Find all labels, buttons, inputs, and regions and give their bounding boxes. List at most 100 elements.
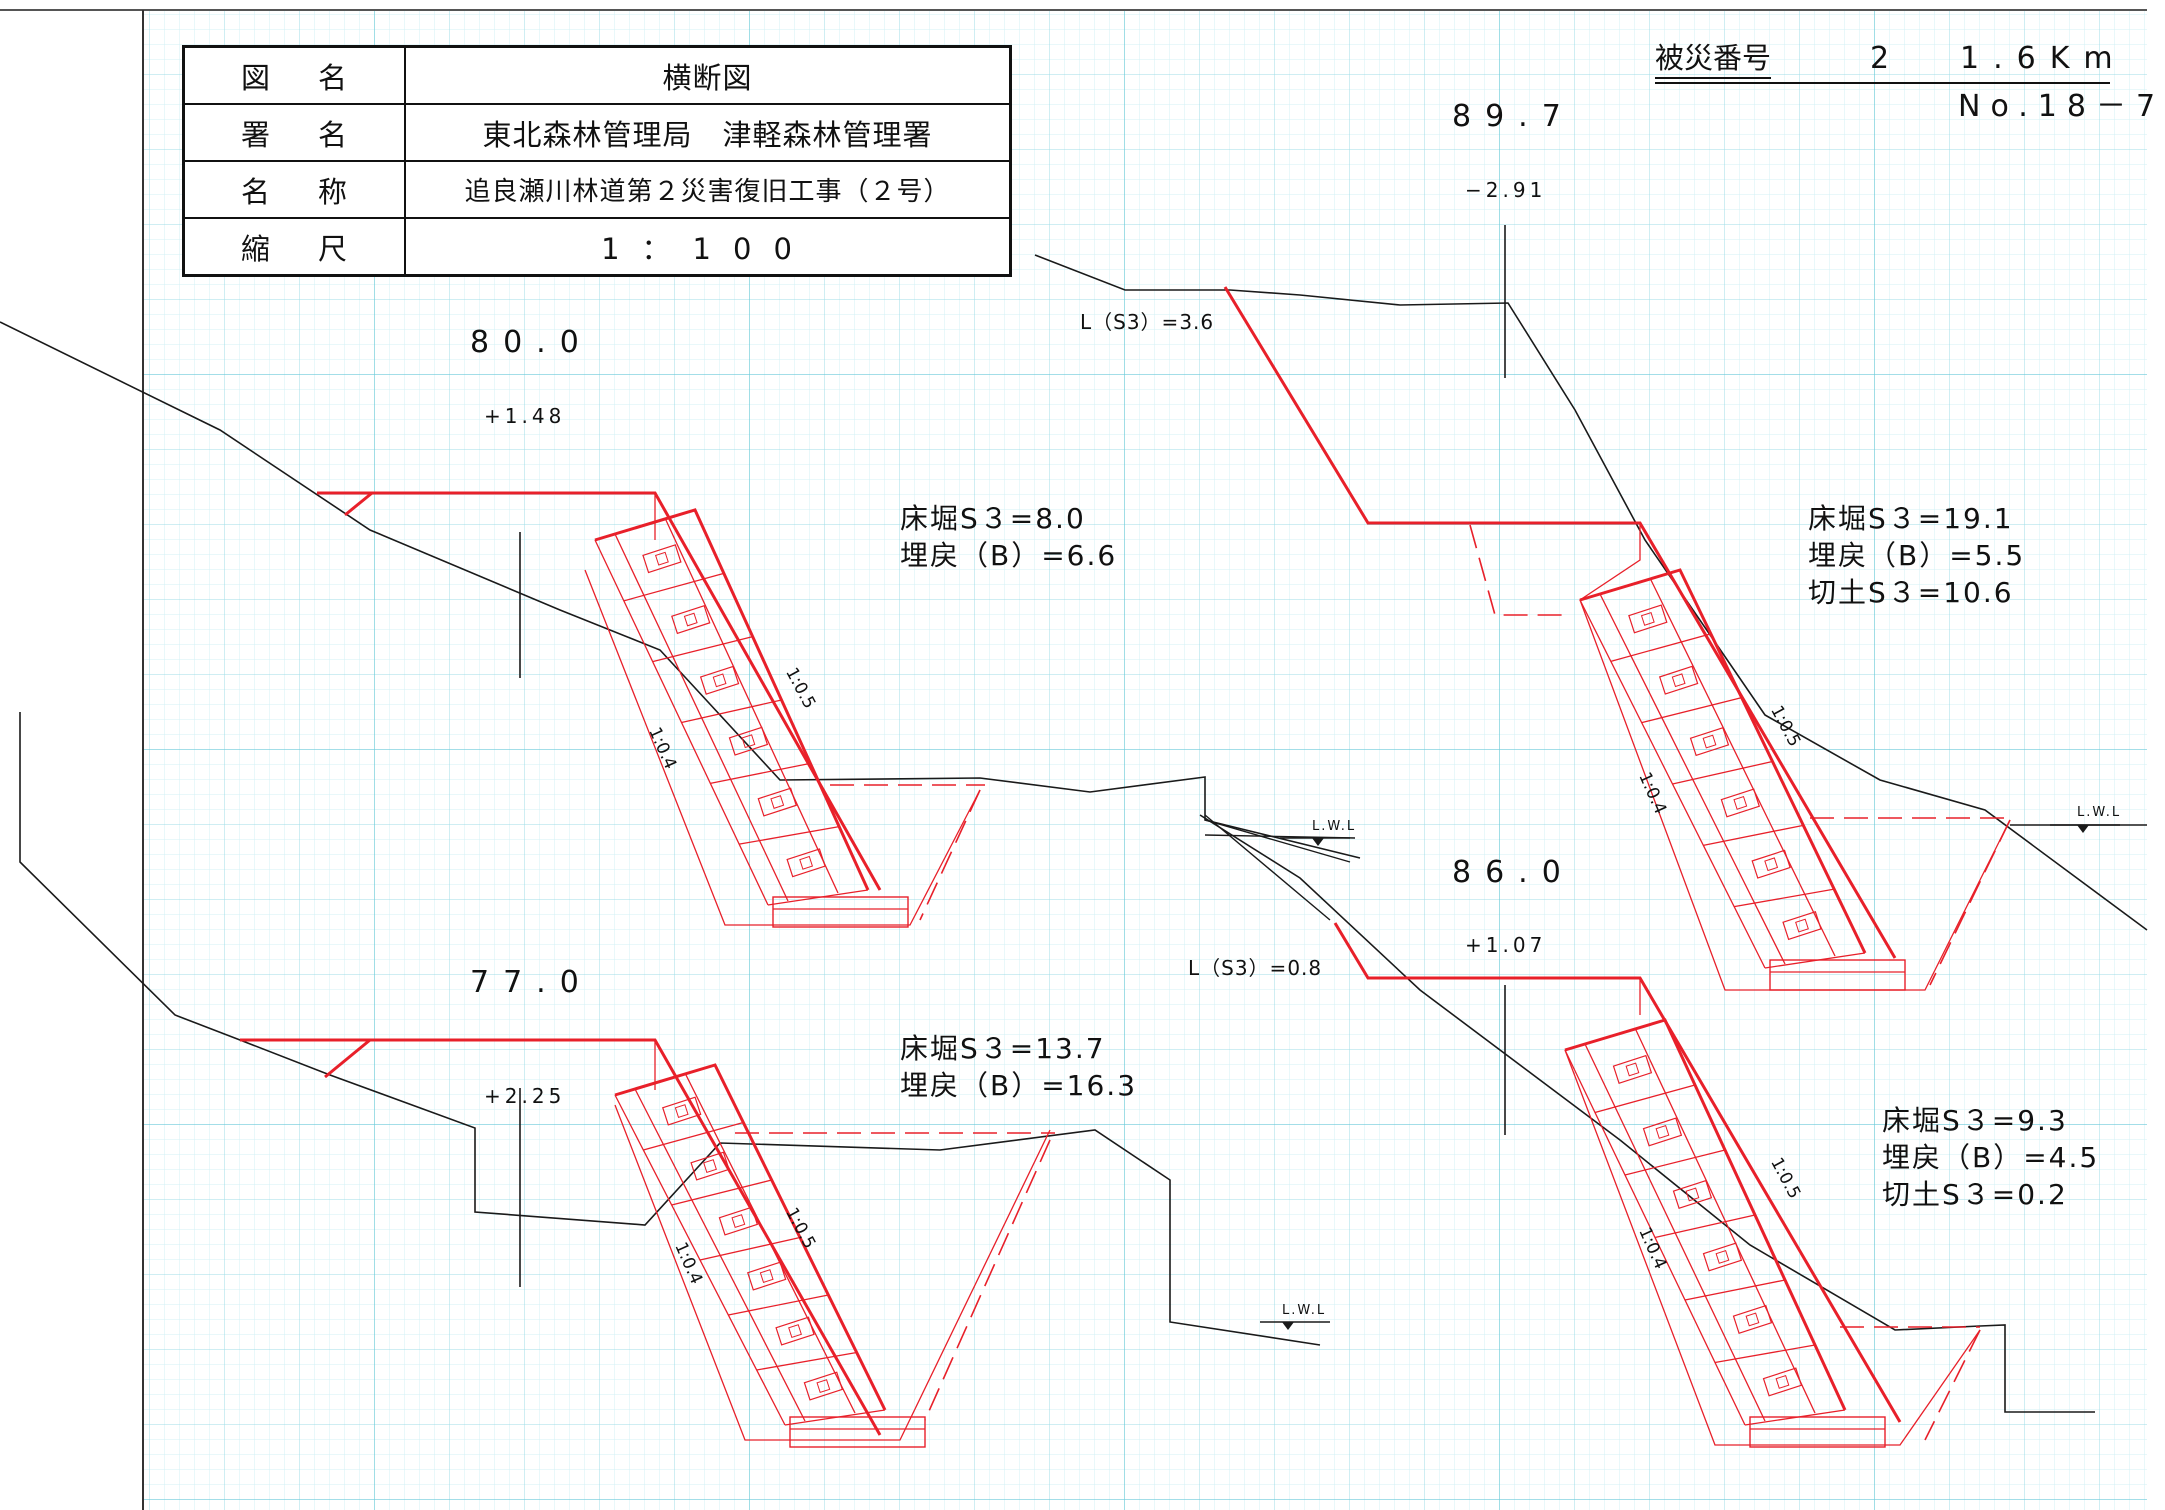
section-b [1034, 225, 2148, 991]
wall-block-tie [703, 1159, 717, 1173]
wall-block-joint [1594, 1084, 1696, 1114]
wall-block-tie [759, 1269, 774, 1283]
header-underline [1655, 82, 2110, 84]
wall-block-tie [1715, 1250, 1730, 1264]
wall-block-joint [614, 1064, 716, 1096]
lwl-marker-b [2050, 824, 2120, 833]
title-value-office: 東北森林管理局 津軽森林管理署 [404, 103, 1012, 162]
quantity-c-1: 床堀S３=13.7 [900, 1032, 1106, 1065]
wall-block-joint [756, 1351, 857, 1371]
wall-footing [772, 896, 909, 928]
wall-block-unit [803, 1371, 844, 1401]
ground-line-b [1034, 254, 2148, 931]
wall-block-unit [746, 1261, 787, 1291]
offset-b: −2.91 [1465, 178, 1547, 202]
wall-block-joint [1564, 1019, 1666, 1051]
wall-block-joint [1714, 1344, 1816, 1364]
lwl-label-a: L.W.L [1312, 819, 1357, 834]
section-d [1199, 814, 2095, 1448]
excavation-line-d [1333, 922, 1902, 1423]
excavation-outline-d [1564, 1049, 1981, 1446]
wall-block-tie [741, 734, 756, 749]
wall-block-unit [1751, 849, 1791, 879]
title-row: 署名 東北森林管理局 津軽森林管理署 [182, 103, 1012, 162]
wall-block-joint [1610, 633, 1712, 662]
excavation-outline-a [584, 569, 981, 926]
wall-block-joint [710, 762, 811, 784]
quantity-b-1: 床堀S３=19.1 [1808, 502, 2014, 535]
wall-inner-line [1634, 1027, 1816, 1414]
quantity-d-1: 床堀S３=9.3 [1882, 1104, 2068, 1137]
wall-inner-line [684, 1072, 856, 1414]
wall-block-tie [1640, 611, 1655, 626]
excavation-outline-c [614, 1104, 1051, 1441]
backfill-slope-d [1924, 1329, 1981, 1441]
title-key-scale: 縮尺 [182, 217, 406, 277]
wall-block-tie [770, 795, 785, 809]
wall-blocks-b [1579, 568, 1906, 991]
wall-block-unit [728, 726, 769, 756]
wall-block-unit [1628, 604, 1668, 634]
backfill-dash-b [1469, 524, 1570, 616]
cut-length-b: L（S3）=3.6 [1080, 310, 1215, 334]
wall-block-unit [718, 1206, 759, 1236]
lwl-label-c: L.W.L [1282, 1303, 1327, 1318]
wall-block-unit [786, 848, 826, 878]
wall-block-joint [1654, 1214, 1756, 1239]
ground-line-d-upper [1204, 814, 1331, 921]
excavation-line-b [1223, 286, 1897, 959]
backfill-slope-c [924, 1139, 1051, 1421]
wall-block-joint [1684, 1279, 1786, 1301]
station-number: No.18－7 [1958, 89, 2165, 124]
lwl-marker-c [1260, 1321, 1330, 1330]
wall-block-tie [654, 551, 669, 566]
elevation-a: 80.0 [470, 325, 593, 360]
quantity-b-3: 切土S３=10.6 [1808, 576, 2014, 609]
wall-block-unit [1702, 1242, 1743, 1272]
title-value-name: 追良瀬川林道第２災害復旧工事（２号） [404, 160, 1012, 219]
wall-block-tie [712, 673, 727, 688]
wall-inner-line [1649, 577, 1836, 957]
title-key-drawing: 図名 [182, 45, 406, 105]
wall-block-joint [643, 1121, 744, 1151]
wall-block-unit [671, 604, 711, 635]
wall-block-unit [1658, 665, 1699, 695]
wall-blocks-a [594, 508, 909, 928]
offset-c: +2.25 [484, 1084, 566, 1108]
quantity-a-2: 埋戻（B）=6.6 [900, 539, 1118, 572]
wall-inner-line [664, 517, 839, 894]
ground-line-c [19, 712, 1321, 1346]
wall-block-tie [683, 612, 698, 627]
wall-block-joint [739, 826, 840, 845]
section-a [0, 321, 1361, 928]
quantity-d-3: 切土S３=0.2 [1882, 1178, 2068, 1211]
wall-block-joint [671, 1179, 772, 1206]
wall-block-tie [1745, 1312, 1760, 1327]
offset-a: +1.48 [484, 404, 566, 428]
wall-block-unit [775, 1316, 815, 1346]
elevation-c: 77.0 [470, 965, 593, 1000]
wall-block-unit [1689, 727, 1730, 757]
wall-block-unit [1672, 1179, 1713, 1210]
title-row: 図名 横断図 [182, 45, 1012, 105]
wall-block-joint [728, 1294, 829, 1316]
wall-block-tie [731, 1214, 746, 1228]
section-c [19, 712, 1321, 1448]
wall-block-joint [699, 1236, 801, 1261]
wall-block-joint [594, 509, 696, 541]
wall-block-tie [816, 1379, 831, 1393]
disaster-label: 被災番号 [1655, 44, 1772, 79]
disaster-distance: 1.6Km [1960, 41, 2127, 76]
elevation-b: 89.7 [1452, 99, 1575, 134]
wall-block-unit [642, 544, 682, 574]
quantity-c-2: 埋戻（B）=16.3 [900, 1069, 1138, 1102]
backfill-slope-a [919, 789, 981, 921]
wall-block-joint [652, 636, 753, 663]
ground-line-a [0, 321, 1361, 859]
title-value-scale: 1：100 [404, 217, 1012, 277]
wall-block-unit [1612, 1054, 1653, 1085]
title-block: 図名 横断図 署名 東北森林管理局 津軽森林管理署 名称 追良瀬川林道第２災害復… [182, 45, 1012, 277]
quantity-a-1: 床堀S３=8.0 [900, 502, 1086, 535]
wall-footing [1749, 1416, 1886, 1448]
wall-block-joint [1641, 697, 1742, 724]
